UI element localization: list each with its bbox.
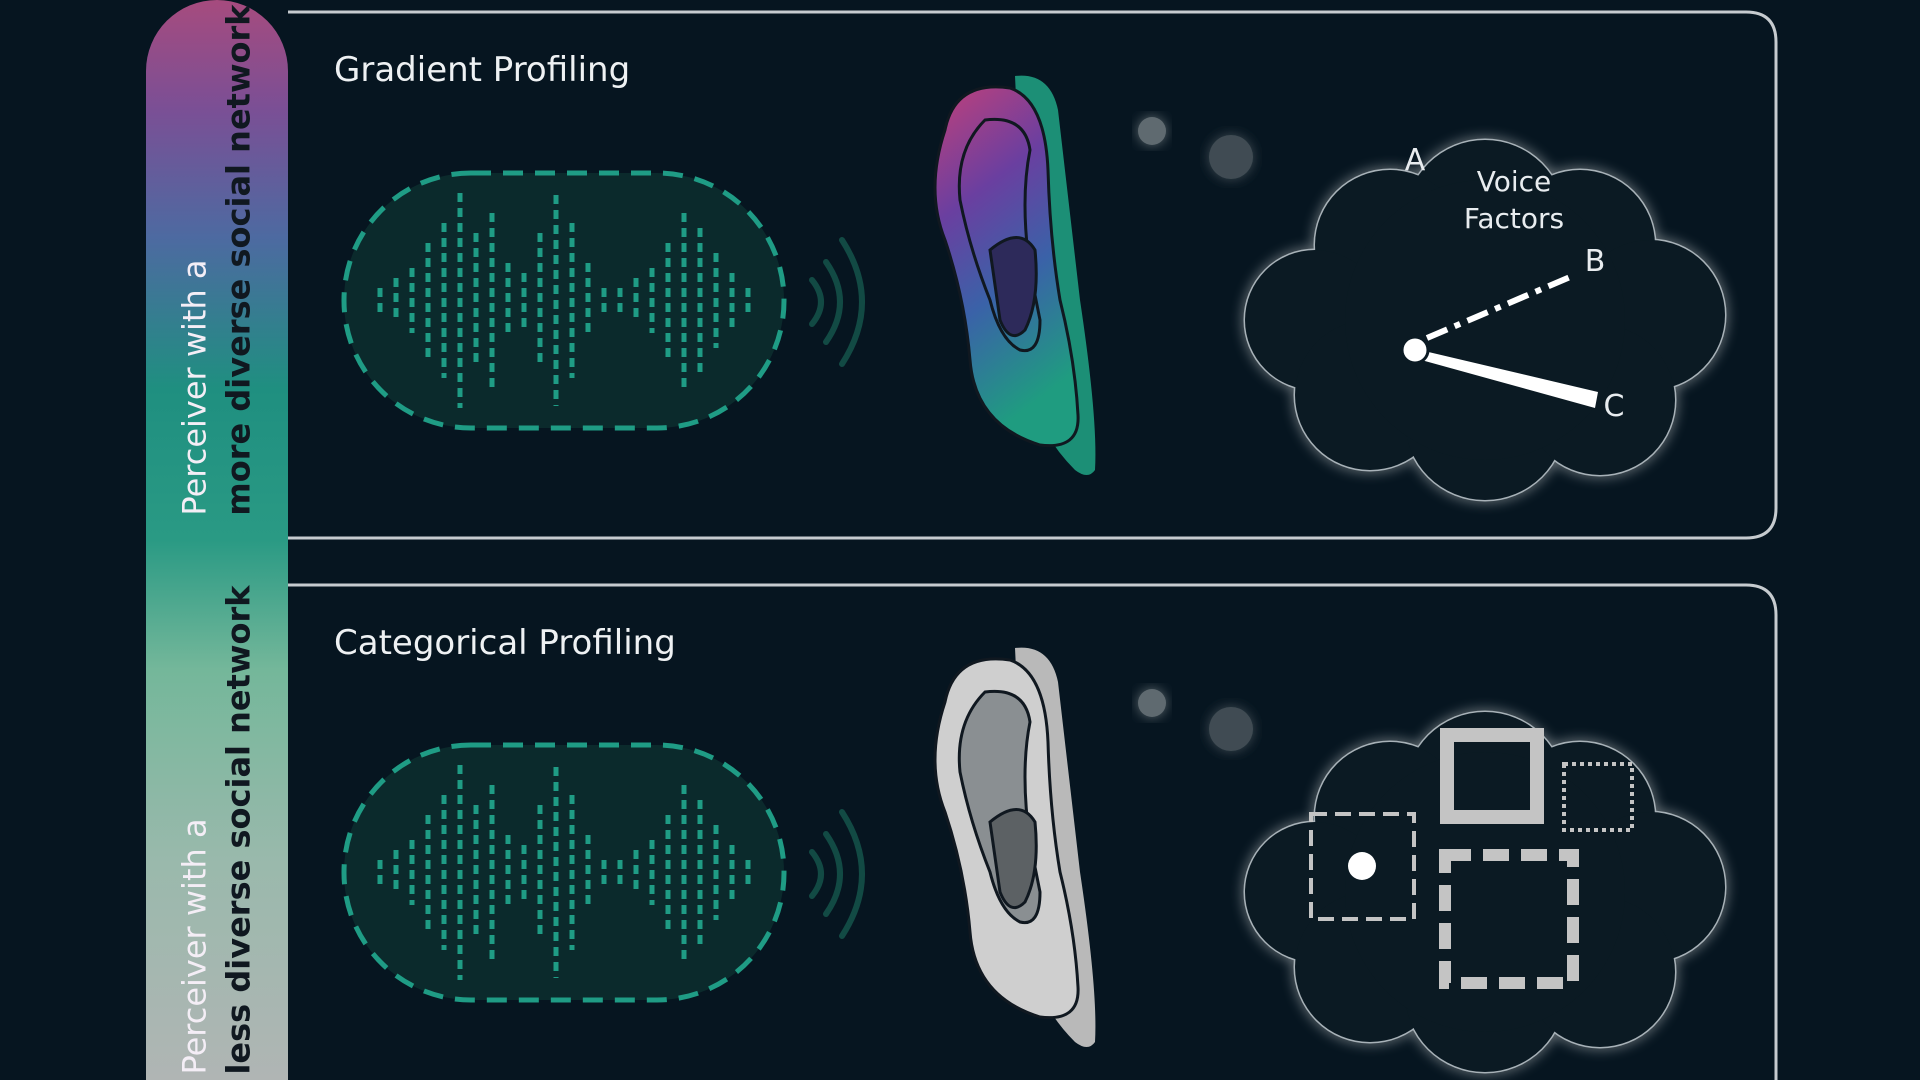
voice-factors-title-line2: Factors bbox=[1464, 202, 1564, 235]
axis-c-line bbox=[1414, 350, 1598, 408]
voice-factors-title-line1: Voice bbox=[1477, 165, 1552, 198]
category-selected-dot bbox=[1348, 852, 1376, 880]
category-box-bold-dashed bbox=[1439, 849, 1579, 989]
gradient-sound-waves-icon bbox=[812, 240, 862, 364]
categorical-cloud-fill bbox=[1245, 712, 1725, 1072]
categorical-sound-waves-icon bbox=[812, 812, 862, 936]
category-box-solid bbox=[1440, 728, 1544, 824]
thought-bubble-small bbox=[1138, 117, 1166, 145]
axis-a-label: A bbox=[1405, 143, 1426, 178]
category-box-dotted bbox=[1562, 762, 1634, 832]
categorical-soundwave bbox=[344, 745, 784, 1000]
category-box-dashed bbox=[1309, 812, 1416, 921]
axis-c-label: C bbox=[1604, 389, 1625, 424]
axes-origin-dot bbox=[1400, 335, 1430, 365]
gradient-profiling-title: Gradient Profiling bbox=[334, 50, 631, 90]
categorical-panel-frame bbox=[288, 583, 1778, 1080]
thought-bubble-small-2 bbox=[1138, 689, 1166, 717]
thought-bubble-medium bbox=[1209, 135, 1253, 179]
thought-bubble-medium-2 bbox=[1209, 707, 1253, 751]
social-network-gradient-bar: Perceiver with a more diverse social net… bbox=[146, 0, 288, 1080]
categorical-profiling-title: Categorical Profiling bbox=[334, 623, 676, 663]
gradient-ear-icon bbox=[933, 75, 1096, 475]
gradient-soundwave bbox=[344, 173, 784, 428]
gradient-panel-frame bbox=[288, 10, 1778, 540]
axis-b-line bbox=[1425, 274, 1572, 341]
axis-b-label: B bbox=[1585, 244, 1606, 279]
categorical-ear-icon bbox=[933, 647, 1096, 1047]
